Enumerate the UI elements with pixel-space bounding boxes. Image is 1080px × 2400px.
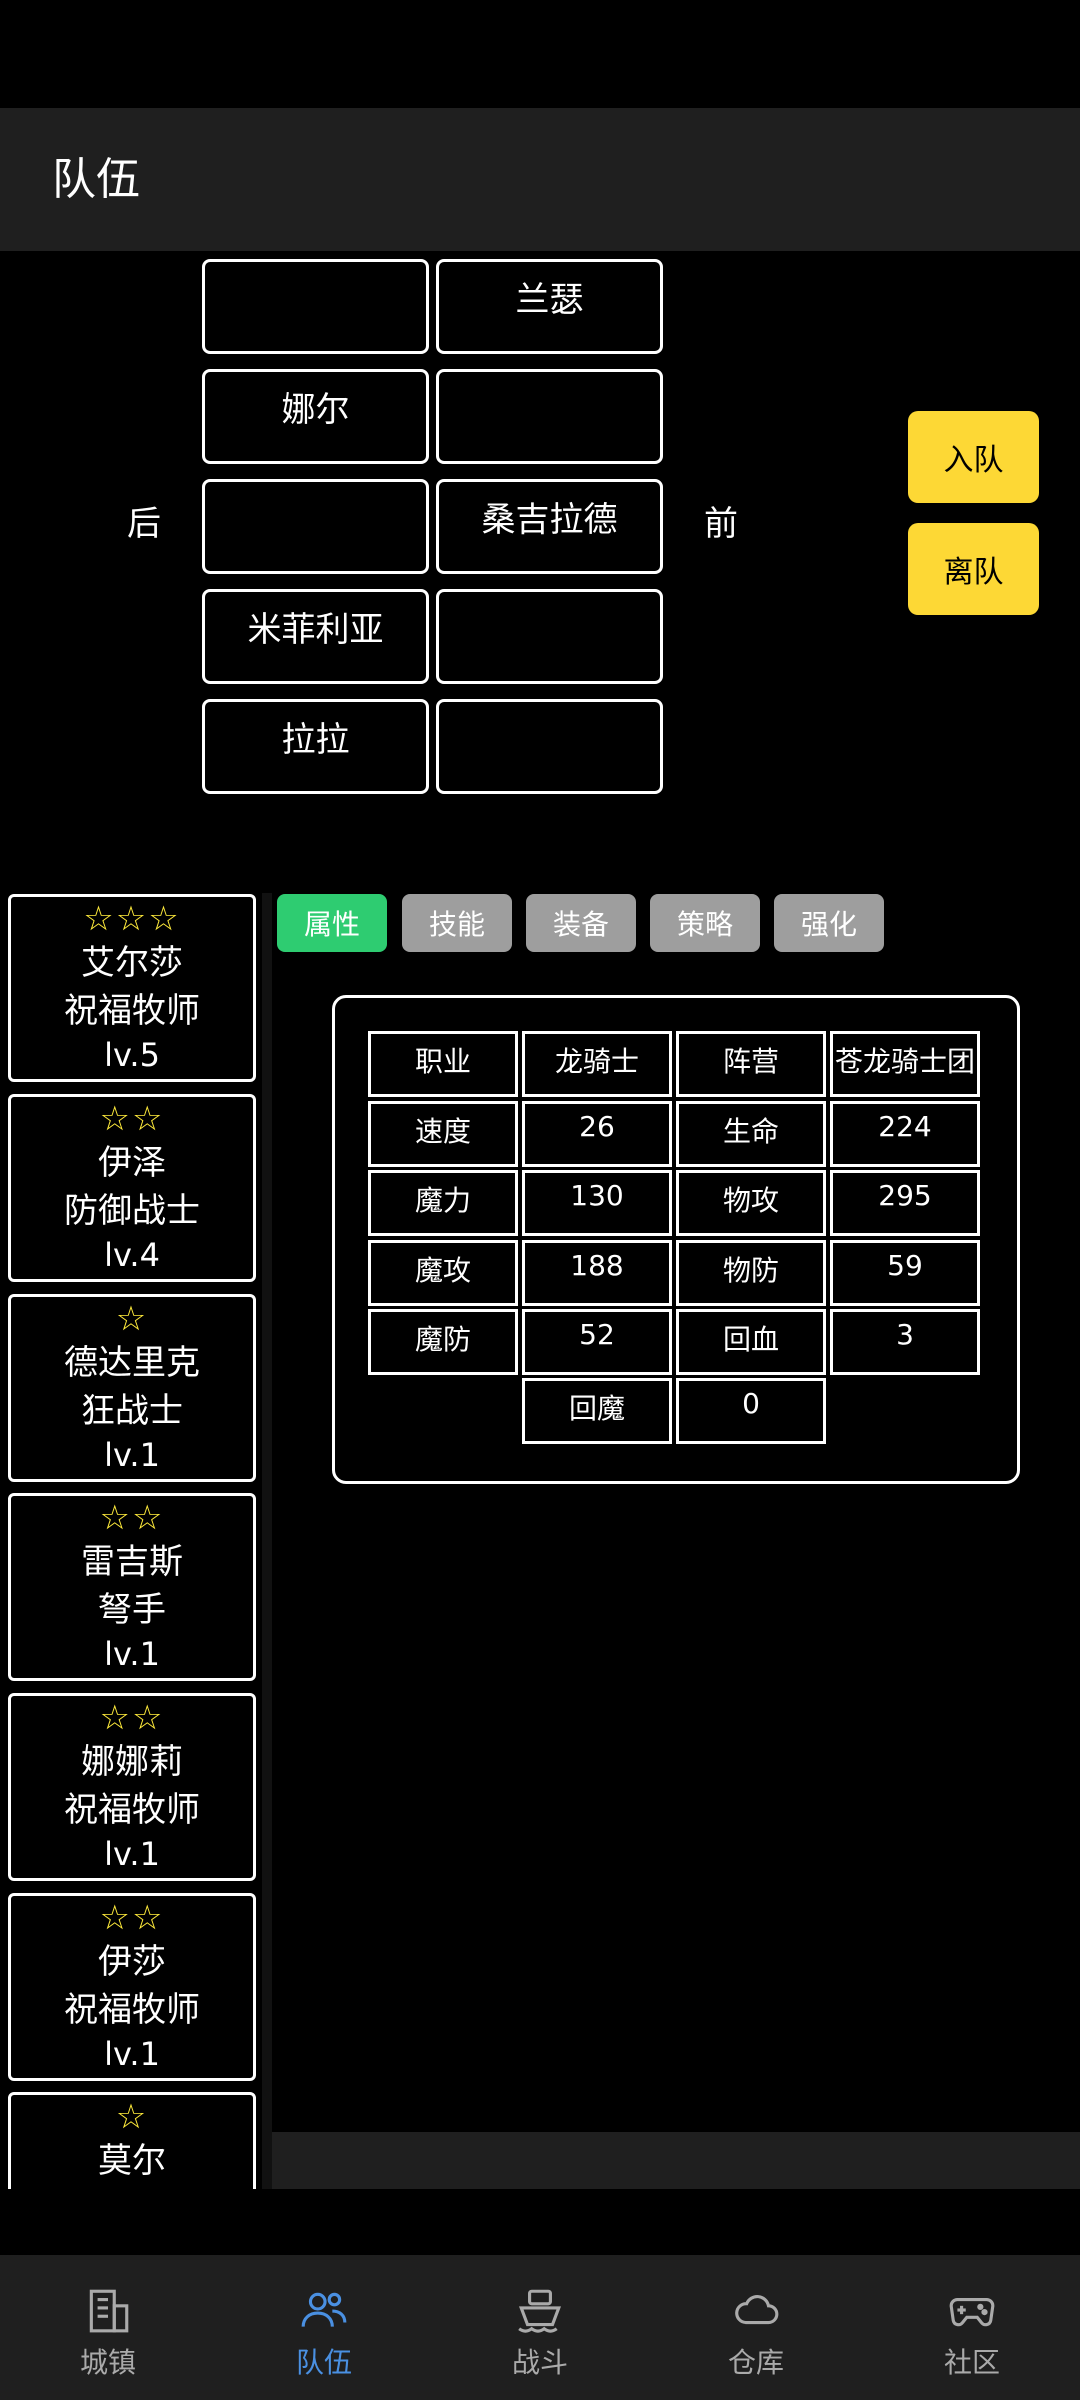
nav-item-battle[interactable]: 战斗 xyxy=(432,2255,648,2400)
stat-cell: 回血 xyxy=(676,1309,826,1375)
back-row-label: 后 xyxy=(127,504,161,544)
tab-skills[interactable]: 技能 xyxy=(402,894,512,952)
nav-label: 仓库 xyxy=(727,2346,784,2379)
star-rating: ☆☆ xyxy=(99,1698,165,1738)
hero-card[interactable]: ☆☆ 娜娜莉 祝福牧师 lv.1 xyxy=(8,1693,256,1881)
team-icon xyxy=(299,2285,349,2335)
stat-cell: 188 xyxy=(522,1240,672,1306)
hero-card[interactable]: ☆ 莫尔 xyxy=(8,2092,256,2189)
stat-cell: 魔攻 xyxy=(368,1240,518,1306)
hero-name: 伊莎 xyxy=(98,1942,166,1982)
formation-slot[interactable]: 兰瑟 xyxy=(436,259,663,354)
gamepad-icon xyxy=(947,2285,997,2335)
nav-label: 战斗 xyxy=(511,2346,568,2379)
star-rating: ☆☆ xyxy=(99,1498,165,1538)
stats-panel xyxy=(332,995,1020,1484)
stat-cell: 回魔 xyxy=(522,1378,672,1444)
star-rating: ☆ xyxy=(115,2097,149,2137)
hero-roster-list[interactable]: ☆☆☆ 艾尔莎 祝福牧师 lv.5 ☆☆ 伊泽 防御战士 lv.4 ☆ 德达里克… xyxy=(0,893,262,2189)
app-bar: 队伍 xyxy=(0,108,1080,251)
star-rating: ☆☆☆ xyxy=(83,899,181,939)
stat-cell: 职业 xyxy=(368,1031,518,1097)
hero-card[interactable]: ☆☆ 伊莎 祝福牧师 lv.1 xyxy=(8,1893,256,2081)
nav-item-community[interactable]: 社区 xyxy=(864,2255,1080,2400)
formation-slot[interactable] xyxy=(436,699,663,794)
formation-slot[interactable] xyxy=(436,589,663,684)
status-bar xyxy=(0,0,1080,108)
hero-name: 艾尔莎 xyxy=(81,943,183,983)
front-row-label: 前 xyxy=(704,504,738,544)
stat-cell: 生命 xyxy=(676,1101,826,1167)
stat-cell: 59 xyxy=(830,1240,980,1306)
hero-level: lv.1 xyxy=(104,1635,160,1673)
building-icon xyxy=(83,2285,133,2335)
hero-name: 娜娜莉 xyxy=(81,1742,183,1782)
hero-name: 德达里克 xyxy=(64,1343,200,1383)
nav-item-warehouse[interactable]: 仓库 xyxy=(648,2255,864,2400)
stat-cell: 26 xyxy=(522,1101,672,1167)
nav-item-team[interactable]: 队伍 xyxy=(216,2255,432,2400)
stat-cell: 3 xyxy=(830,1309,980,1375)
stat-cell: 0 xyxy=(676,1378,826,1444)
hero-level: lv.4 xyxy=(104,1236,160,1274)
hero-level: lv.1 xyxy=(104,1835,160,1873)
hero-class: 狂战士 xyxy=(81,1391,183,1431)
hero-class: 防御战士 xyxy=(64,1191,200,1231)
stat-cell: 130 xyxy=(522,1170,672,1236)
stat-cell: 速度 xyxy=(368,1101,518,1167)
tab-enhance[interactable]: 强化 xyxy=(774,894,884,952)
tab-attributes[interactable]: 属性 xyxy=(277,894,387,952)
stat-cell: 物防 xyxy=(676,1240,826,1306)
stat-cell: 魔力 xyxy=(368,1170,518,1236)
stat-cell: 52 xyxy=(522,1309,672,1375)
formation-slot[interactable] xyxy=(202,479,429,574)
hero-card[interactable]: ☆☆ 伊泽 防御战士 lv.4 xyxy=(8,1094,256,1282)
nav-item-town[interactable]: 城镇 xyxy=(0,2255,216,2400)
stat-cell: 224 xyxy=(830,1101,980,1167)
tab-strategy[interactable]: 策略 xyxy=(650,894,760,952)
detail-footer-bar xyxy=(272,2132,1080,2189)
star-rating: ☆ xyxy=(115,1299,149,1339)
stat-cell: 阵营 xyxy=(676,1031,826,1097)
formation-slot[interactable]: 娜尔 xyxy=(202,369,429,464)
nav-label: 社区 xyxy=(943,2346,1000,2379)
hero-level: lv.5 xyxy=(104,1036,160,1074)
stat-cell: 魔防 xyxy=(368,1309,518,1375)
page-title: 队伍 xyxy=(52,154,140,205)
formation-grid: 后 前 兰瑟 娜尔 桑吉拉德 米菲利亚 拉拉 入队 离队 xyxy=(0,251,1080,891)
hero-name: 雷吉斯 xyxy=(81,1542,183,1582)
star-rating: ☆☆ xyxy=(99,1099,165,1139)
stat-cell: 苍龙骑士团 xyxy=(830,1031,980,1097)
panel-divider xyxy=(262,893,272,2189)
formation-slot[interactable] xyxy=(436,369,663,464)
nav-label: 队伍 xyxy=(295,2346,352,2379)
nav-label: 城镇 xyxy=(79,2346,136,2379)
hero-card[interactable]: ☆☆ 雷吉斯 弩手 lv.1 xyxy=(8,1493,256,1681)
stat-cell: 295 xyxy=(830,1170,980,1236)
stat-cell: 龙骑士 xyxy=(522,1031,672,1097)
formation-slot[interactable]: 桑吉拉德 xyxy=(436,479,663,574)
leave-team-button[interactable]: 离队 xyxy=(908,523,1039,615)
join-team-button[interactable]: 入队 xyxy=(908,411,1039,503)
hero-level: lv.1 xyxy=(104,2035,160,2073)
cloud-icon xyxy=(731,2285,781,2335)
hero-card[interactable]: ☆☆☆ 艾尔莎 祝福牧师 lv.5 xyxy=(8,894,256,1082)
hero-level: lv.1 xyxy=(104,1436,160,1474)
battle-ship-icon xyxy=(515,2285,565,2335)
hero-name: 伊泽 xyxy=(98,1143,166,1183)
bottom-navigation: 城镇 队伍 战斗 仓库 xyxy=(0,2255,1080,2400)
formation-slot[interactable]: 米菲利亚 xyxy=(202,589,429,684)
hero-card[interactable]: ☆ 德达里克 狂战士 lv.1 xyxy=(8,1294,256,1482)
hero-class: 祝福牧师 xyxy=(64,1990,200,2030)
tab-equipment[interactable]: 装备 xyxy=(526,894,636,952)
stat-cell: 物攻 xyxy=(676,1170,826,1236)
hero-class: 弩手 xyxy=(98,1590,166,1630)
formation-slot[interactable]: 拉拉 xyxy=(202,699,429,794)
hero-name: 莫尔 xyxy=(98,2141,166,2181)
star-rating: ☆☆ xyxy=(99,1898,165,1938)
hero-class: 祝福牧师 xyxy=(64,991,200,1031)
formation-slot[interactable] xyxy=(202,259,429,354)
hero-class: 祝福牧师 xyxy=(64,1790,200,1830)
